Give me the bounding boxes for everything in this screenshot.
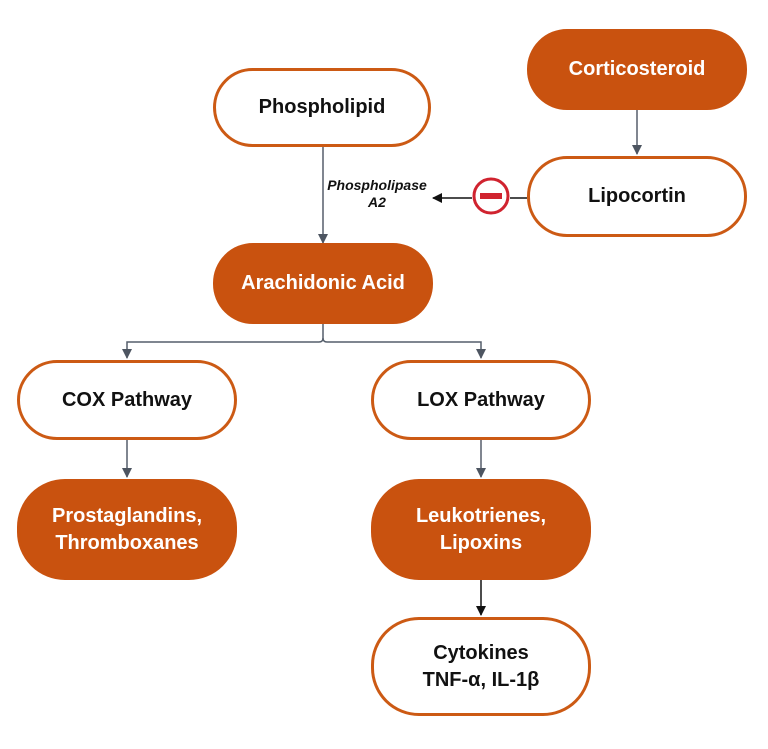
node-cox-pathway: COX Pathway <box>17 360 237 440</box>
node-corticosteroid-label: Corticosteroid <box>568 58 706 80</box>
node-leukotrienes-line-1: Leukotrienes, <box>415 504 547 527</box>
node-lox-pathway-label: LOX Pathway <box>417 388 545 411</box>
node-cytokines-line-2: TNF-α, IL-1β <box>422 668 540 691</box>
node-leukotrienes-line-2: Lipoxins <box>439 531 523 554</box>
node-cox-pathway-label: COX Pathway <box>61 388 193 411</box>
node-corticosteroid: Corticosteroid <box>527 29 747 110</box>
edge-arachidonic-lox <box>322 337 486 359</box>
edge-label-line-1: Phospholipase <box>327 177 427 193</box>
node-leukotrienes: Leukotrienes, Lipoxins <box>371 479 591 580</box>
node-phospholipid-label: Phospholipid <box>258 96 386 118</box>
node-cytokines-line-1: Cytokines <box>433 641 529 664</box>
node-lipocortin-label: Lipocortin <box>588 185 686 207</box>
edge-label-phospholipase-a2: Phospholipase A2 <box>322 177 432 211</box>
node-lipocortin: Lipocortin <box>527 156 747 237</box>
node-arachidonic-acid: Arachidonic Acid <box>213 243 433 324</box>
node-prostaglandins-line-2: Thromboxanes <box>55 531 199 554</box>
inhibit-minus-icon <box>472 177 510 215</box>
edge-label-line-2: A2 <box>368 194 386 210</box>
node-lox-pathway: LOX Pathway <box>371 360 591 440</box>
edge-arachidonic-branch <box>122 322 324 359</box>
node-phospholipid: Phospholipid <box>213 68 431 147</box>
node-prostaglandins: Prostaglandins, Thromboxanes <box>17 479 237 580</box>
node-arachidonic-acid-label: Arachidonic Acid <box>241 272 405 294</box>
node-prostaglandins-line-1: Prostaglandins, <box>51 504 203 527</box>
node-cytokines: Cytokines TNF-α, IL-1β <box>371 617 591 716</box>
